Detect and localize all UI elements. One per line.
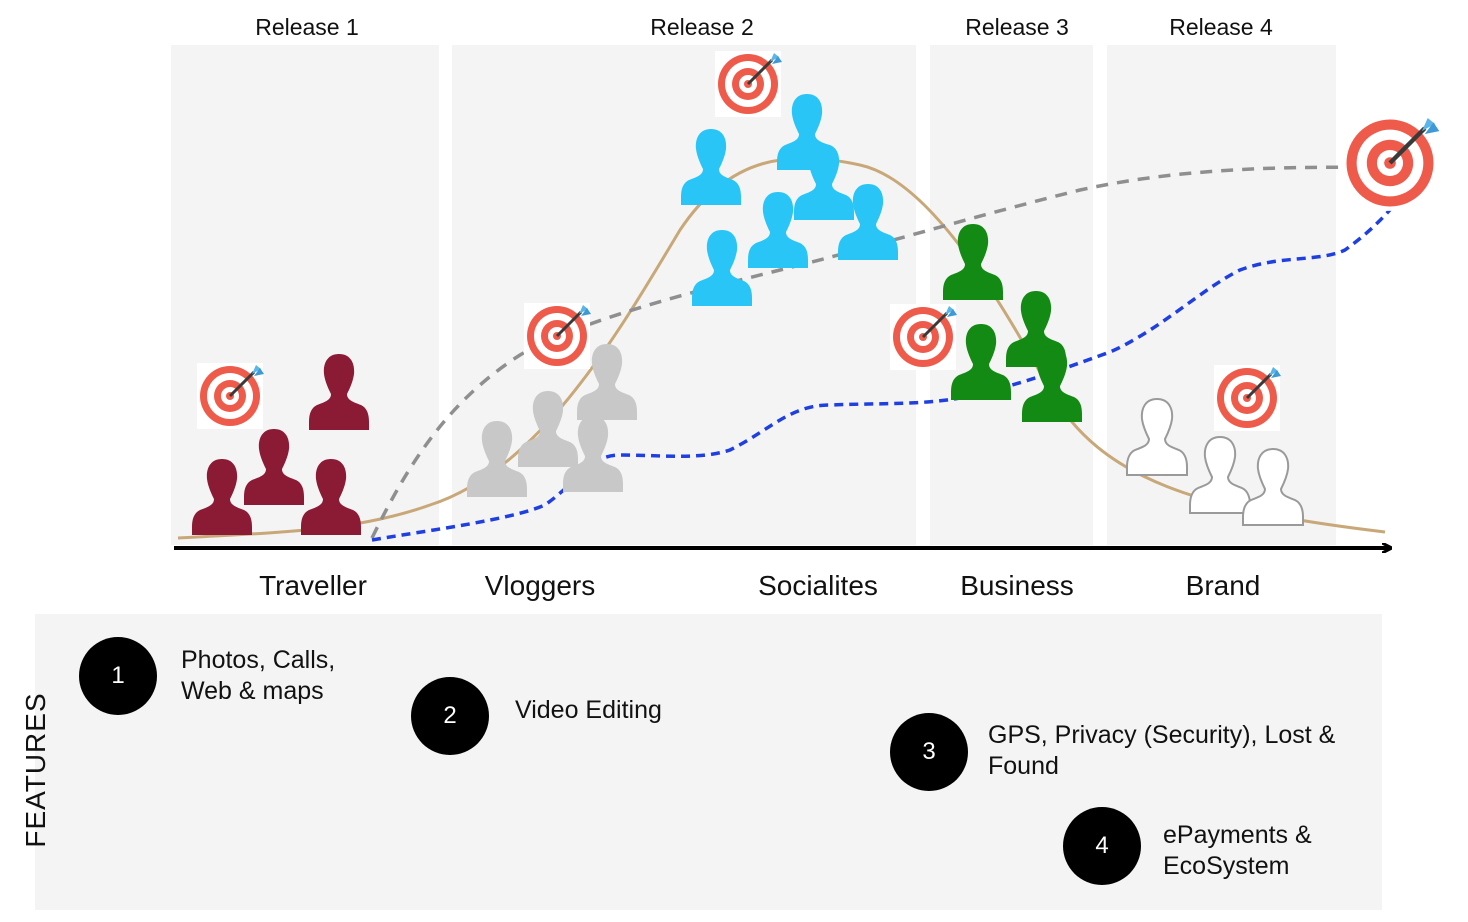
person-icon bbox=[951, 324, 1011, 400]
feature-4-badge: 4 bbox=[1063, 807, 1141, 885]
feature-4-text: ePayments & EcoSystem bbox=[1163, 820, 1312, 882]
feature-2-badge: 2 bbox=[411, 677, 489, 755]
release-2-label: Release 2 bbox=[650, 14, 754, 40]
feature-3-badge: 3 bbox=[890, 713, 968, 791]
feature-3-line-1: GPS, Privacy (Security), Lost & bbox=[988, 721, 1336, 749]
feature-4-line-2: EcoSystem bbox=[1163, 852, 1290, 880]
person-icon bbox=[518, 391, 578, 467]
socialite-persons bbox=[681, 94, 898, 306]
person-icon bbox=[1242, 448, 1304, 526]
feature-2-line-1: Video Editing bbox=[515, 696, 662, 724]
person-icon bbox=[192, 459, 252, 535]
adoption-diagram bbox=[174, 49, 1468, 612]
person-icon bbox=[692, 230, 752, 306]
features-panel bbox=[35, 614, 1382, 910]
feature-1-line-2: Web & maps bbox=[181, 677, 324, 705]
release-1-label: Release 1 bbox=[255, 14, 359, 40]
person-icon bbox=[838, 184, 898, 260]
feature-3-text: GPS, Privacy (Security), Lost & Found bbox=[988, 720, 1335, 782]
release-4-label: Release 4 bbox=[1169, 14, 1273, 40]
feature-3-line-2: Found bbox=[988, 752, 1059, 780]
feature-4-line-1: ePayments & bbox=[1163, 821, 1312, 849]
segment-label-brand: Brand bbox=[1185, 570, 1261, 601]
target-icon bbox=[195, 361, 266, 431]
features-title: FEATURES bbox=[20, 692, 51, 848]
target-icon bbox=[888, 302, 959, 372]
segment-label-business: Business bbox=[960, 570, 1074, 601]
segment-label-vloggers: Vloggers bbox=[484, 570, 596, 601]
person-icon bbox=[681, 129, 741, 205]
feature-1-badge: 1 bbox=[79, 637, 157, 715]
feature-2-text: Video Editing bbox=[515, 695, 662, 726]
target-icon bbox=[522, 301, 593, 371]
release-3-label: Release 3 bbox=[965, 14, 1069, 40]
adoption-curve bbox=[177, 156, 1386, 540]
person-icon bbox=[309, 354, 369, 430]
feature-1-line-1: Photos, Calls, bbox=[181, 646, 336, 674]
segment-label-socialites: Socialites bbox=[758, 570, 878, 601]
person-icon bbox=[1126, 398, 1188, 476]
person-icon bbox=[244, 429, 304, 505]
segment-label-traveller: Traveller bbox=[259, 570, 367, 601]
target-icon bbox=[1342, 115, 1439, 211]
person-icon bbox=[1189, 436, 1251, 514]
person-icon bbox=[301, 459, 361, 535]
target-icon bbox=[1212, 363, 1283, 433]
feature-1-text: Photos, Calls, Web & maps bbox=[181, 645, 335, 707]
target-icon bbox=[713, 49, 784, 119]
